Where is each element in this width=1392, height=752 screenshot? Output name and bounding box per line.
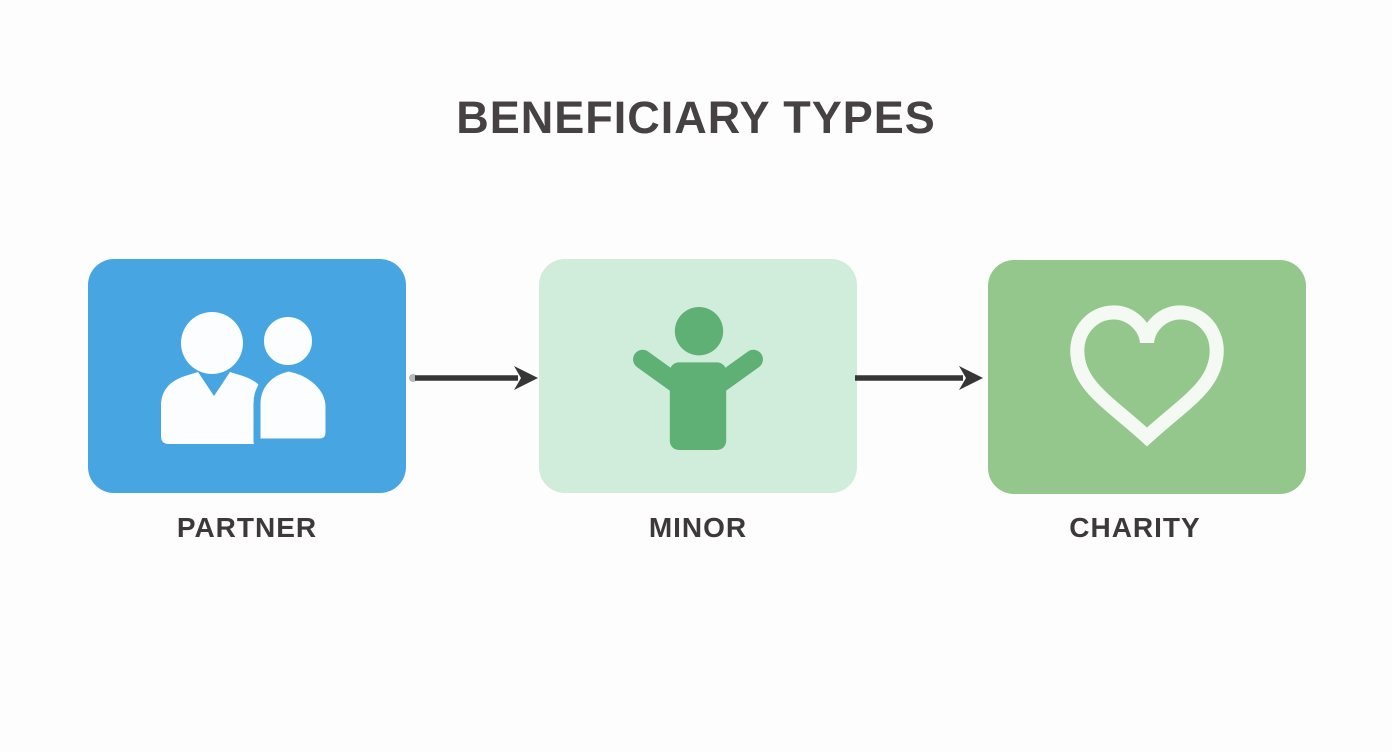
- page-title: BENEFICIARY TYPES: [456, 92, 936, 143]
- partners-icon: [156, 312, 338, 452]
- node-partner-label: PARTNER: [176, 512, 318, 543]
- node-minor-label: MINOR: [648, 512, 748, 543]
- node-partner-box: [88, 259, 406, 493]
- arrow-icon: [409, 366, 538, 390]
- heart-icon: [1064, 299, 1230, 462]
- child-icon: [632, 306, 764, 458]
- node-charity-label: CHARITY: [1069, 512, 1201, 543]
- arrow-icon: [855, 366, 983, 390]
- node-minor-box: [539, 259, 857, 493]
- node-charity-box: [988, 260, 1306, 494]
